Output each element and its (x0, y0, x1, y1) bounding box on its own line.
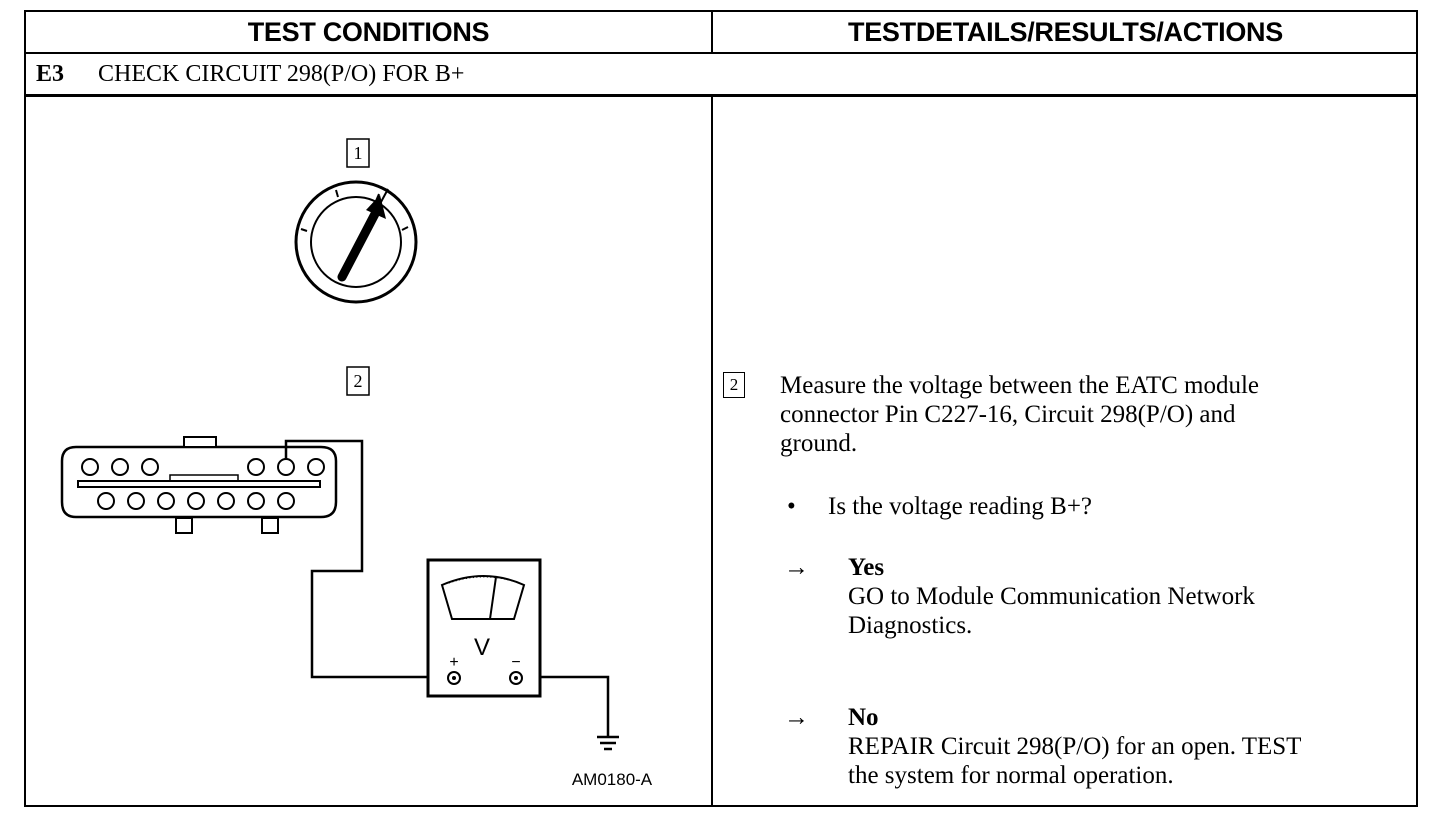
header-test-conditions: TEST CONDITIONS (247, 16, 490, 47)
test-conditions-diagram: 1 2 (26, 97, 711, 807)
test-leads (284, 439, 610, 737)
ignition-switch-icon (294, 180, 418, 304)
yes-arrow: → (784, 554, 809, 581)
callout-2: 2 (346, 366, 370, 396)
diagnostic-table: TEST CONDITIONS TESTDETAILS/RESULTS/ACTI… (24, 10, 1418, 807)
callout-1: 1 (346, 138, 370, 168)
minus-terminal-label: − (511, 654, 520, 671)
connector-icon (60, 436, 338, 534)
no-result: No REPAIR Circuit 298(P/O) for an open. … (848, 704, 1302, 789)
question-text: Is the voltage reading B+? (828, 493, 1093, 520)
plus-terminal-label: + (449, 654, 458, 671)
header-divider (711, 12, 713, 52)
step-title: CHECK CIRCUIT 298(P/O) FOR B+ (98, 60, 465, 87)
step-rule (26, 94, 1416, 97)
svg-text:2: 2 (354, 371, 363, 391)
no-arrow: → (784, 704, 809, 731)
header-rule (26, 52, 1416, 54)
ground-icon (597, 735, 619, 751)
instruction-text: Measure the voltage between the EATC mod… (780, 372, 1260, 457)
meter-letter: V (474, 634, 490, 661)
column-divider (711, 97, 713, 807)
voltmeter-icon: V + − (426, 558, 542, 698)
step-row: E3 CHECK CIRCUIT 298(P/O) FOR B+ (26, 54, 1416, 94)
svg-text:1: 1 (354, 143, 363, 163)
header-test-details: TESTDETAILS/RESULTS/ACTIONS (848, 16, 1283, 47)
question-bullet: • (787, 493, 796, 520)
details-callout: 2 (723, 372, 745, 398)
yes-result: Yes GO to Module Communication Network D… (848, 554, 1255, 639)
figure-id: AM0180-A (572, 770, 653, 789)
step-id: E3 (36, 60, 65, 87)
test-details-panel: 2 Measure the voltage between the EATC m… (713, 97, 1416, 807)
